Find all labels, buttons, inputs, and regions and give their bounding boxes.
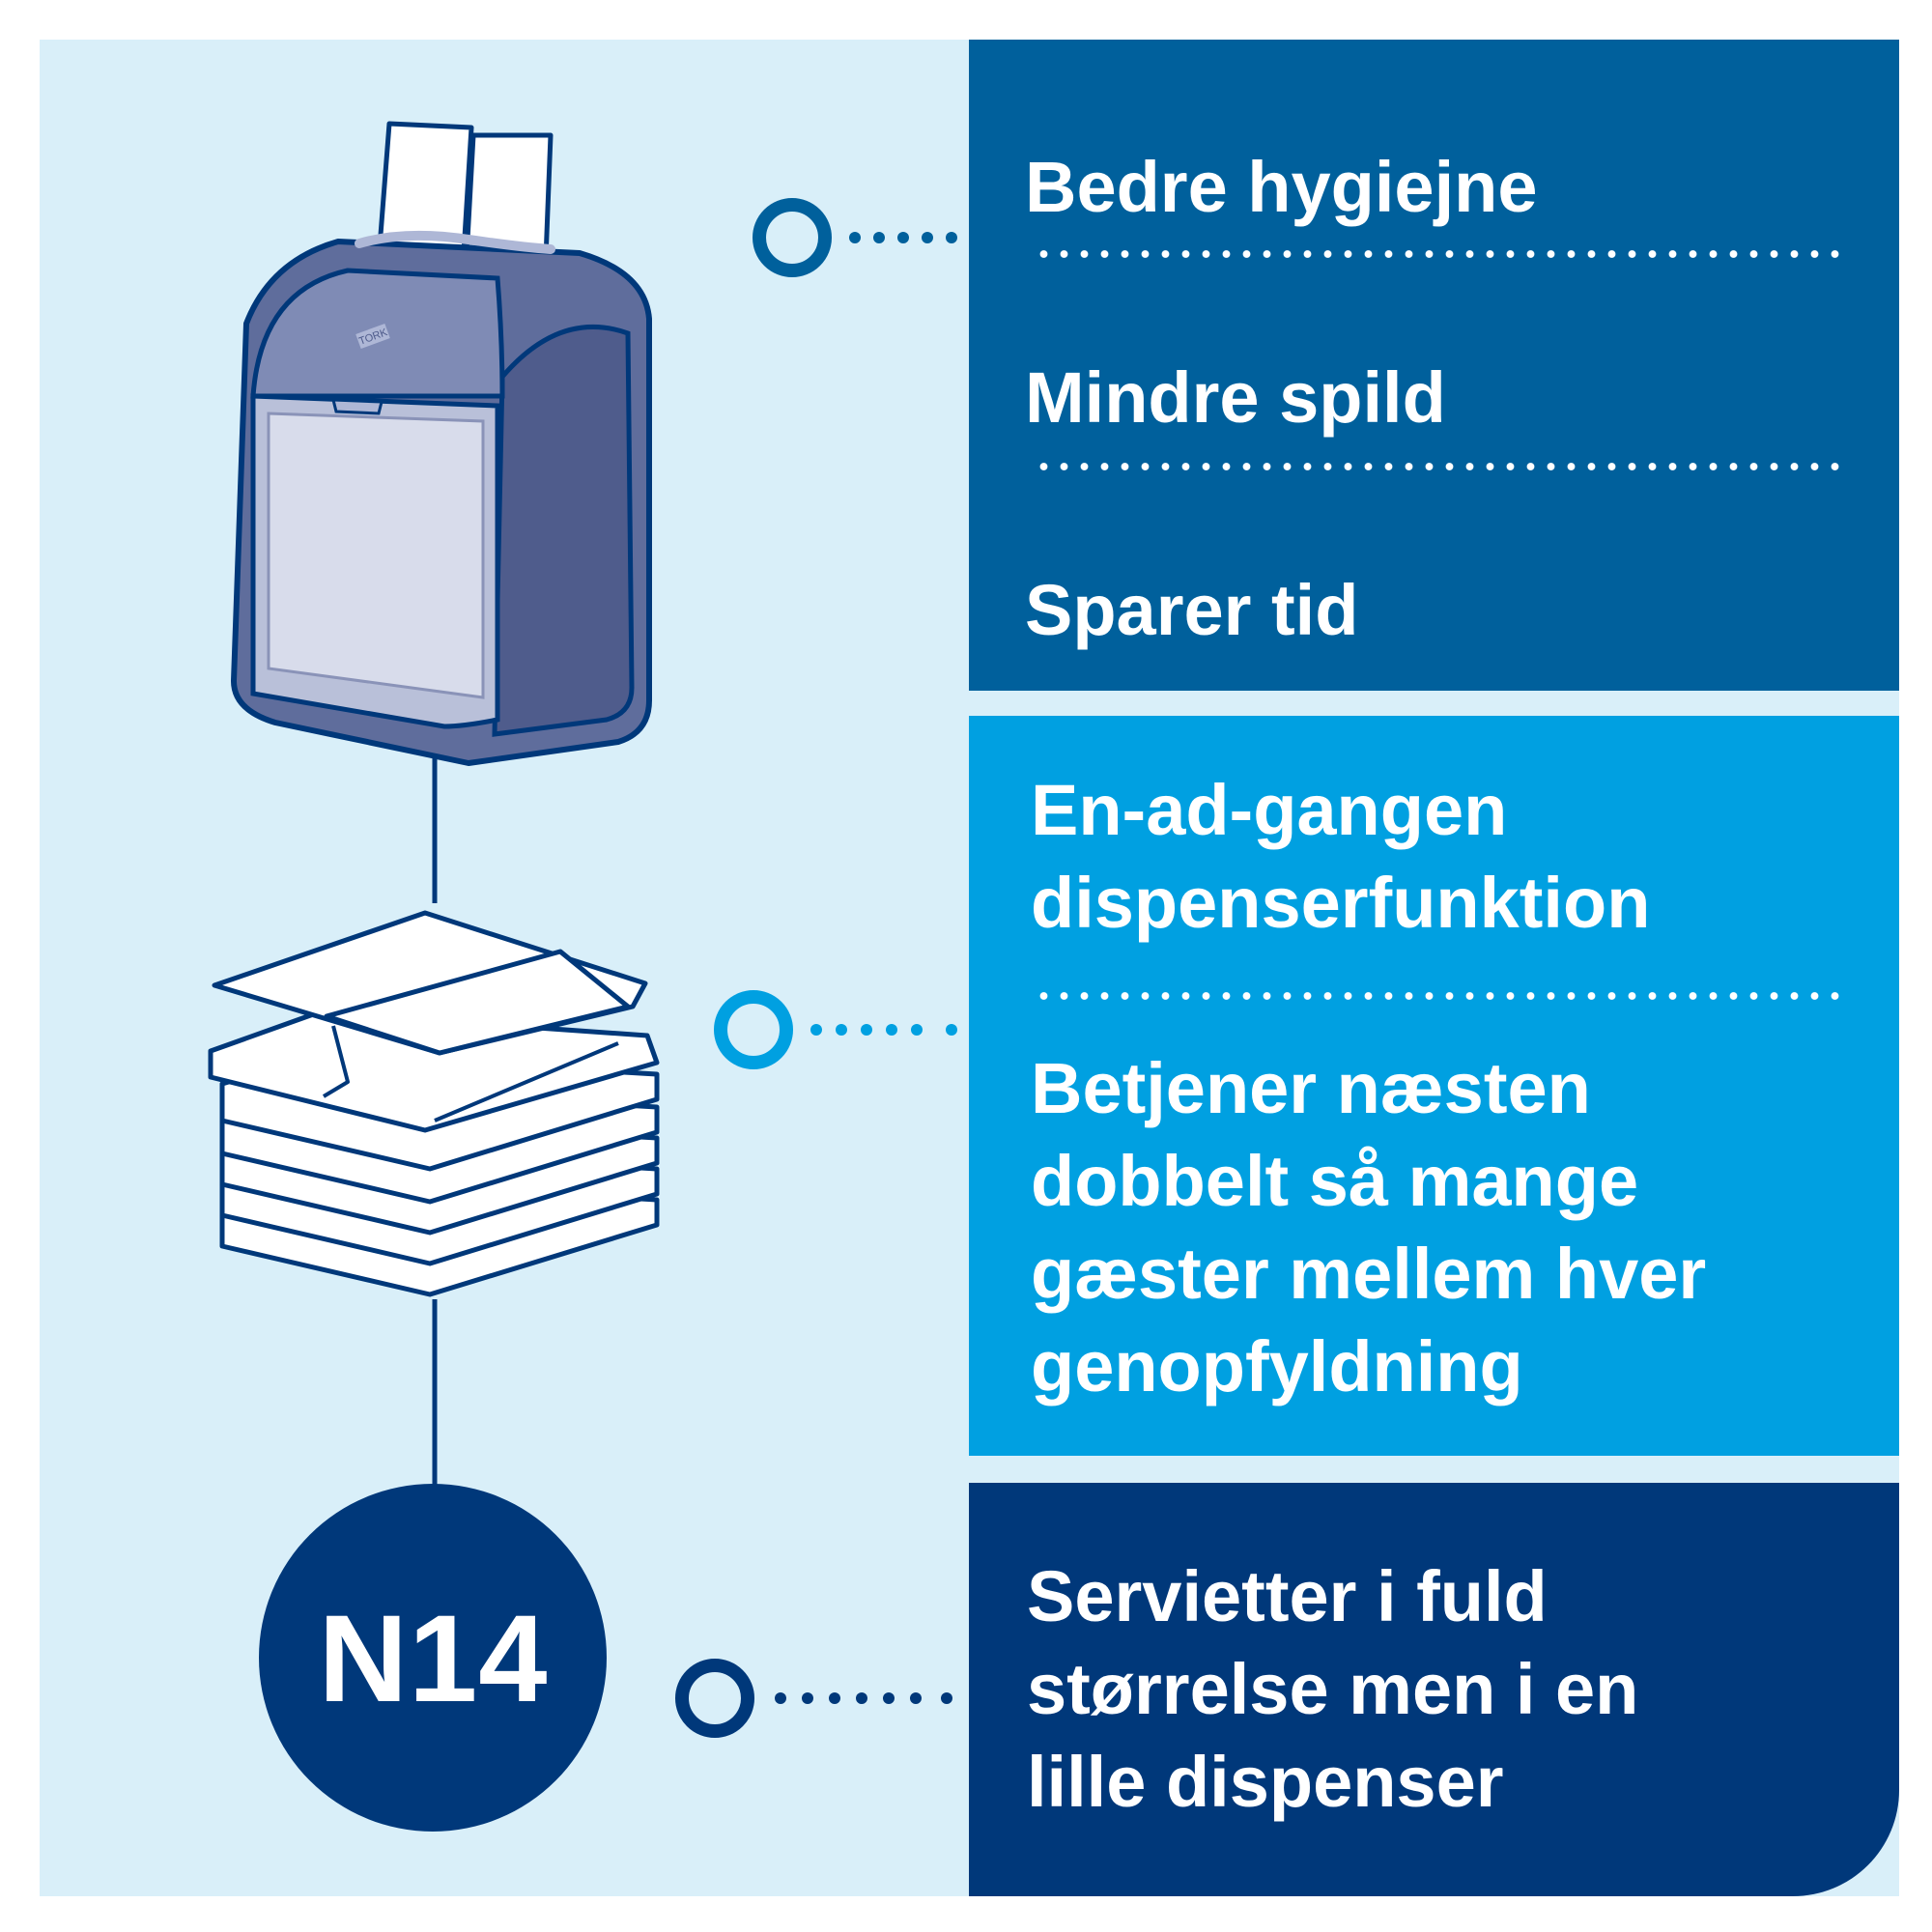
- feature-item: Sparer tid: [1025, 570, 1359, 650]
- dotted-separator: [1034, 250, 1841, 258]
- feature-item: Betjener næsten dobbelt så mange gæster …: [1031, 1048, 1707, 1406]
- feature-card-dispensing: En-ad-gangen dispenserfunktion Betjener …: [969, 716, 1899, 1456]
- marker-group-1: [753, 198, 957, 277]
- dotted-separator: [1034, 992, 1841, 1000]
- feature-item: Mindre spild: [1025, 357, 1446, 438]
- n14-badge-label: N14: [318, 1590, 549, 1728]
- ring-marker: [675, 1659, 754, 1738]
- n14-badge: [259, 1484, 607, 1832]
- feature-card-hygiene: Bedre hygiejne Mindre spild Sparer tid: [969, 40, 1899, 691]
- ring-marker: [714, 990, 793, 1069]
- feature-item: Servietter i fuld størrelse men i en lil…: [1027, 1556, 1639, 1822]
- feature-item: Bedre hygiejne: [1025, 147, 1538, 227]
- ring-marker: [753, 198, 832, 277]
- marker-group-3: [675, 1659, 952, 1738]
- feature-card-size: Servietter i fuld størrelse men i en lil…: [969, 1483, 1899, 1896]
- marker-group-2: [714, 990, 957, 1069]
- napkin-stack-icon: [208, 910, 660, 1297]
- dotted-separator: [1034, 463, 1841, 470]
- feature-item: En-ad-gangen dispenserfunktion: [1031, 770, 1651, 943]
- napkin-dispenser-icon: TORK: [231, 121, 652, 766]
